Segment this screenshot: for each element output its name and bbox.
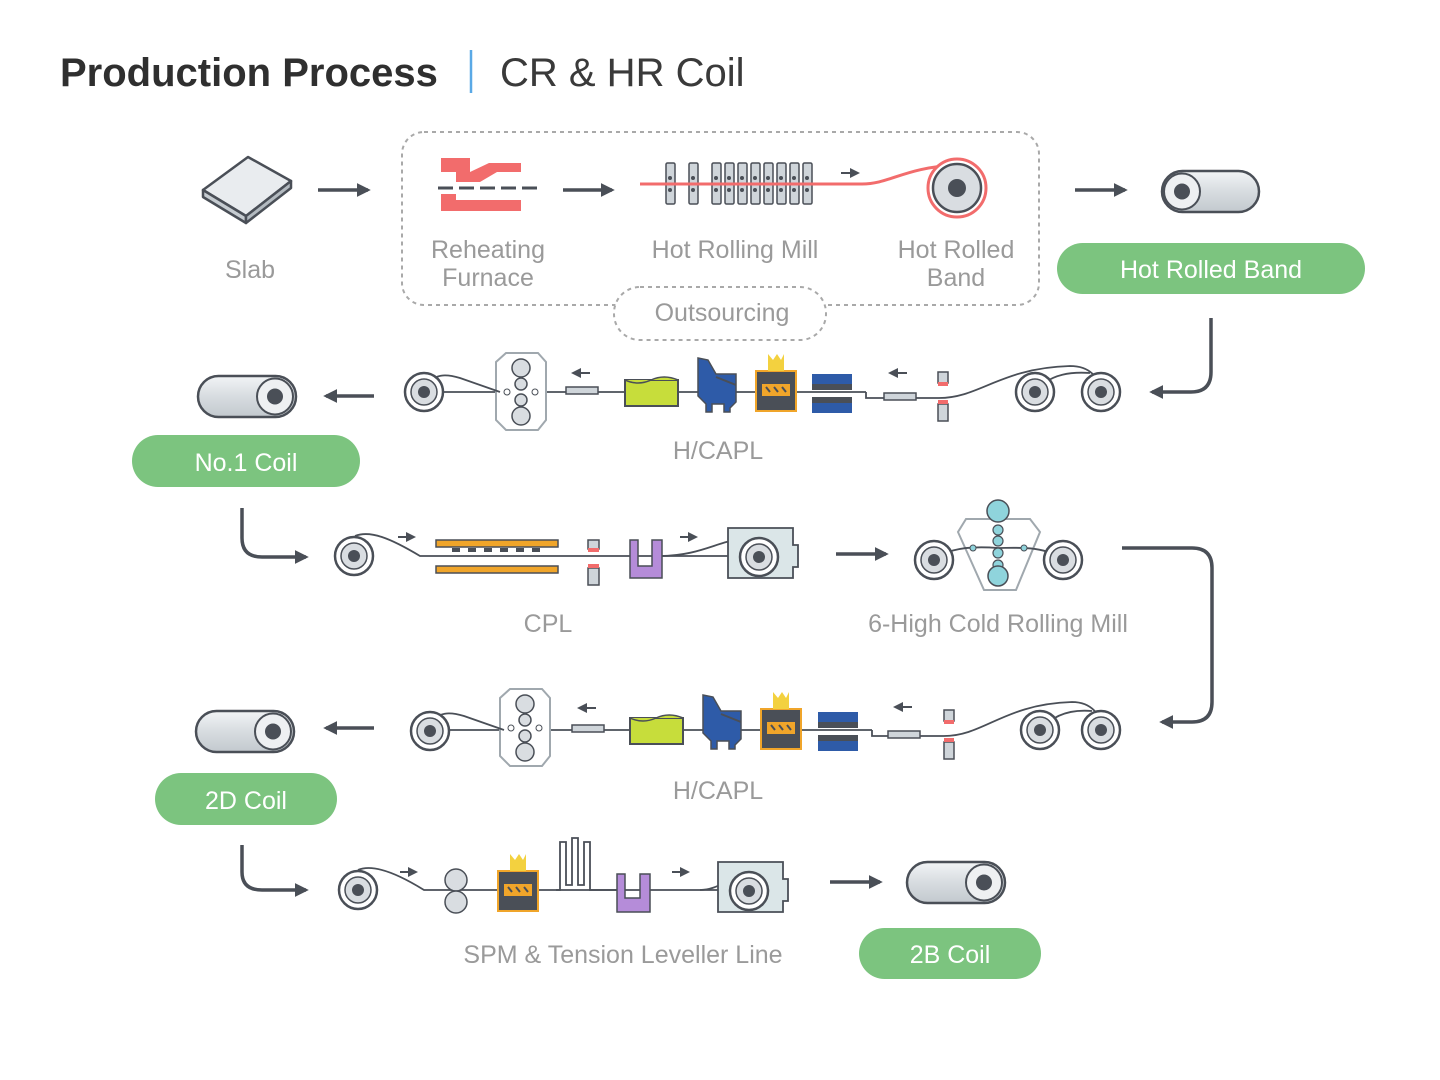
slab-icon <box>201 155 293 225</box>
spm-line-label: SPM & Tension Leveller Line <box>463 941 782 969</box>
hot-rolled-band-coil-icon <box>926 157 988 219</box>
connector-row4-row5 <box>240 845 309 897</box>
connector-row2-row3 <box>240 508 309 564</box>
2b-coil-pill <box>859 928 1041 979</box>
cpl-label: CPL <box>524 610 573 638</box>
hot-mill-label: Hot Rolling Mill <box>652 236 819 264</box>
page-title: Production Process <box>60 51 438 95</box>
hcapl-label-2: H/CAPL <box>673 777 763 805</box>
no1-coil-pill-label: No.1 Coil <box>195 449 298 477</box>
six-high-cold-rolling-mill-icon <box>913 499 1084 591</box>
2d-coil-icon <box>194 709 296 754</box>
slab-label: Slab <box>225 256 275 284</box>
hot-band-label-line2: Band <box>927 264 985 292</box>
spm-tension-leveller-line <box>337 837 789 914</box>
outsourcing-box <box>401 131 1040 306</box>
hot-rolled-band-pill-label: Hot Rolled Band <box>1120 256 1302 284</box>
cpl-line <box>333 527 799 586</box>
reheating-furnace-icon <box>438 158 541 211</box>
connector-row3-row4 <box>1122 546 1214 729</box>
hot-band-label-line1: Hot Rolled <box>898 236 1015 264</box>
connector-row1-row2 <box>1149 318 1213 399</box>
outsourcing-badge <box>613 286 827 341</box>
2d-coil-pill-label: 2D Coil <box>205 787 287 815</box>
hcapl-line-1 <box>403 352 1122 431</box>
no1-coil-icon <box>196 374 298 419</box>
furnace-label-line2: Furnace <box>442 264 534 292</box>
2d-coil-pill <box>155 773 337 825</box>
outsourcing-label: Outsourcing <box>655 299 790 327</box>
hot-rolled-band-pill <box>1057 243 1365 294</box>
hcapl-label-1: H/CAPL <box>673 437 763 465</box>
furnace-label-line1: Reheating <box>431 236 545 264</box>
page-subtitle: CR & HR Coil <box>500 51 744 95</box>
hot-rolled-band-product-coil-icon <box>1160 169 1261 214</box>
2b-coil-icon <box>905 860 1007 905</box>
hot-rolling-mill-icon <box>640 162 959 205</box>
no1-coil-pill <box>132 435 360 487</box>
cold-mill-label: 6-High Cold Rolling Mill <box>868 610 1128 638</box>
2b-coil-pill-label: 2B Coil <box>910 941 991 969</box>
hcapl-line-2 <box>409 688 1122 767</box>
